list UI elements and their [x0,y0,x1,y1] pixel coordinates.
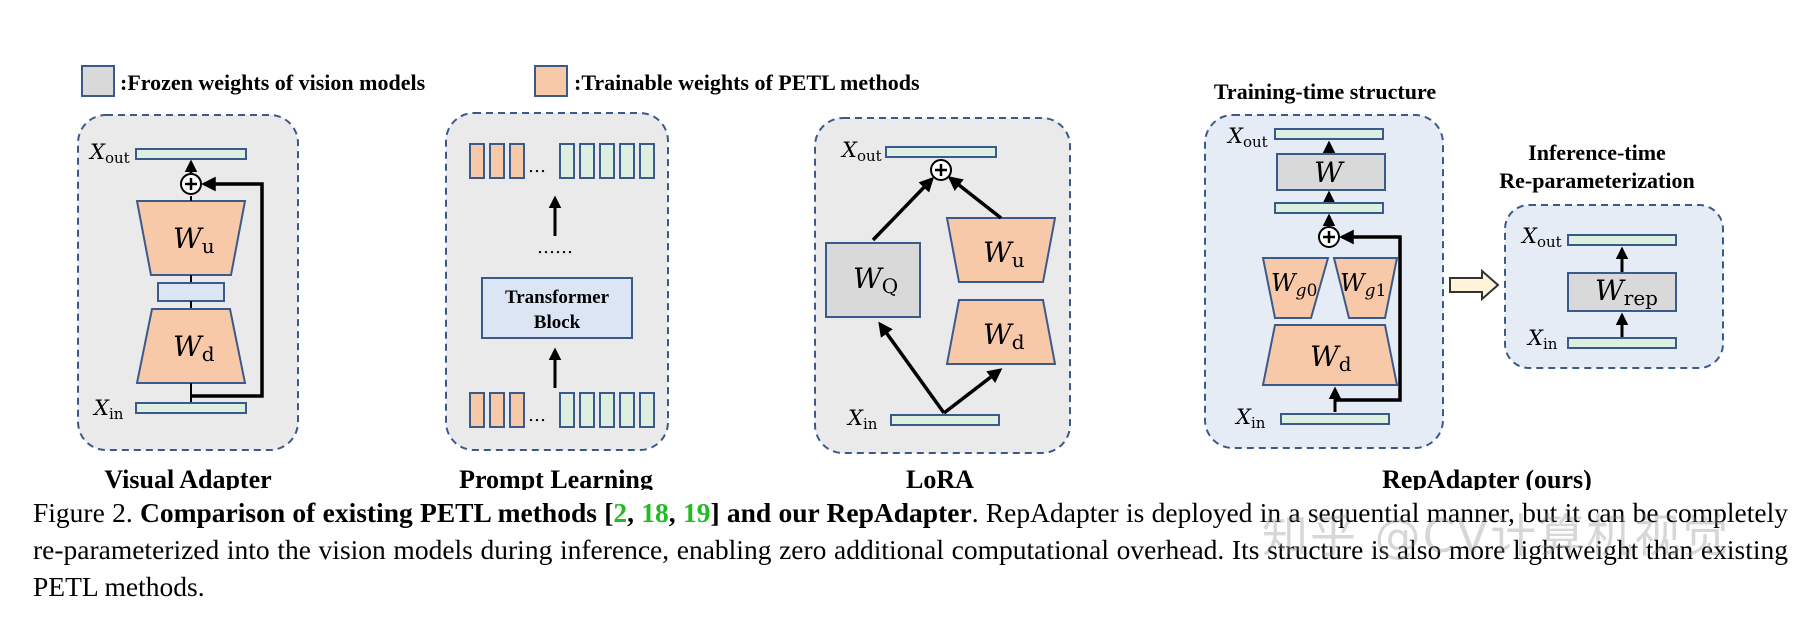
pl-bottom-input-token [619,392,635,428]
rep-inf-input-token [1567,337,1677,349]
pl-bottom-input-token [599,392,615,428]
caption-sep: , [668,497,683,528]
lora-wd-label: Wd [983,318,1025,354]
va-residual-arrow [191,176,264,398]
caption-bold-start: Comparison of existing PETL methods [ [140,497,614,528]
figure-caption: Figure 2. Comparison of existing PETL me… [33,494,1788,605]
rep-train-wd-label: Wd [1310,340,1352,376]
legend: :Frozen weights of vision models :Traina… [81,65,920,97]
rep-train-output-token [1274,128,1384,140]
rep-train-input-token [1280,413,1390,425]
rep-train-wg0-trapezoid[interactable] [1261,257,1330,319]
rep-inf-xin-label: Xin [1526,326,1558,353]
pl-top-input-token [599,143,615,179]
lora-panel: Xout WQ Wu Wd Xin LoRA [814,117,1071,490]
caption-rest: . RepAdapter is deployed in a sequential… [33,497,1788,602]
rep-train-wg1-trapezoid[interactable] [1332,257,1399,319]
lora-arrow-wq-to-plus [871,176,935,242]
pl-bottom-input-token [579,392,595,428]
repadapter-training-panel: Training-time structure Xout W Wg0 Wg1 W… [1204,79,1444,449]
lora-frame [814,117,1071,454]
pl-bottom-input-token [639,392,655,428]
pl-transformer-line1: Transformer [505,287,610,308]
caption-ref-link[interactable]: 2 [613,497,628,528]
pl-top-ellipsis: … [528,156,546,177]
pl-bottom-prompt-token [509,392,525,428]
va-bottleneck-token [157,282,225,302]
pl-transformer-line2: Block [534,312,581,333]
lora-wu-label: Wu [983,236,1025,272]
pl-top-input-token [639,143,655,179]
lora-output-token [885,146,997,158]
legend-frozen-label: :Frozen weights of vision models [120,70,426,95]
va-wd-trapezoid[interactable] [135,308,247,384]
lora-xin-label: Xin [846,406,878,433]
caption-ref-link[interactable]: 18 [641,497,669,528]
rep-train-xout-label: Xout [1226,124,1268,151]
caption-prefix: Figure 2. [33,497,140,528]
pl-top-input-token [559,143,575,179]
pl-top-input-token [619,143,635,179]
rep-train-wg0-label: Wg0 [1271,269,1317,301]
pl-top-prompt-token [469,143,485,179]
rep-train-xin-label: Xin [1234,405,1266,432]
lora-arrow-wu-to-plus [947,176,1003,220]
visual-adapter-label: Visual Adapter [104,465,271,490]
lora-label: LoRA [906,465,974,490]
pl-top-prompt-token [489,143,505,179]
training-time-title: Training-time structure [1214,79,1436,104]
pl-bottom-ellipsis: … [528,405,546,426]
pl-bottom-prompt-token [469,392,485,428]
rep-inf-wrep-block[interactable] [1567,272,1677,312]
legend-trainable-swatch [534,65,568,97]
va-wd-label: Wd [173,330,215,366]
lora-wq-label: WQ [853,262,898,298]
va-xout-label: Xout [88,140,130,167]
va-output-token [135,148,247,160]
rep-train-wg1-label: Wg1 [1340,269,1386,301]
visual-adapter-panel: Xout Wu Wd Xin Visual Adapter [77,114,299,490]
figure-diagram: :Frozen weights of vision models :Traina… [77,65,1724,490]
caption-sep: , [627,497,642,528]
rep-inf-xout-label: Xout [1520,224,1562,251]
pl-top-input-token [579,143,595,179]
lora-arrow-in-to-wq [878,321,946,415]
va-xin-label: Xin [92,396,124,423]
inference-time-title-line1: Inference-time [1528,140,1666,165]
lora-wd-trapezoid[interactable] [945,299,1057,365]
rep-inf-wrep-label: Wrep [1595,274,1658,310]
pl-top-prompt-token [509,143,525,179]
rep-train-wd-trapezoid[interactable] [1261,324,1399,386]
rep-train-w-block[interactable] [1276,153,1386,191]
repadapter-label: RepAdapter (ours) [1382,465,1592,490]
pl-bottom-prompt-token [489,392,505,428]
lora-xout-label: Xout [840,138,882,165]
watermark: 知乎 @CV计算机视觉 [1262,509,1731,563]
prompt-learning-panel: … …… Transformer Block … Prompt Learning [445,112,669,490]
prompt-learning-label: Prompt Learning [459,465,653,490]
va-wu-trapezoid[interactable] [135,200,247,276]
caption-bold-end: ] and our RepAdapter [710,497,972,528]
lora-arrow-in-to-wd [942,368,1003,415]
legend-frozen-swatch [81,65,115,97]
lora-wq-block[interactable] [825,242,921,318]
va-input-token [135,402,247,414]
legend-trainable-label: :Trainable weights of PETL methods [574,70,920,95]
va-wu-label: Wu [173,222,215,258]
pl-dots: …… [537,237,573,258]
rep-train-w-label: W [1314,156,1345,189]
rep-train-middle-token [1274,202,1384,214]
lora-input-token [890,414,1000,426]
pl-bottom-input-token [559,392,575,428]
lora-wu-trapezoid[interactable] [945,217,1057,283]
inference-time-title-line2: Re-parameterization [1499,168,1694,193]
reparameterize-arrow-icon [1449,268,1500,302]
pl-transformer-block[interactable] [481,277,633,339]
caption-ref-link[interactable]: 19 [682,497,711,528]
repadapter-inference-panel: Inference-time Re-parameterization Xout … [1499,140,1724,369]
rep-inf-output-token [1567,234,1677,246]
rep-train-residual-arrow [1335,229,1402,402]
